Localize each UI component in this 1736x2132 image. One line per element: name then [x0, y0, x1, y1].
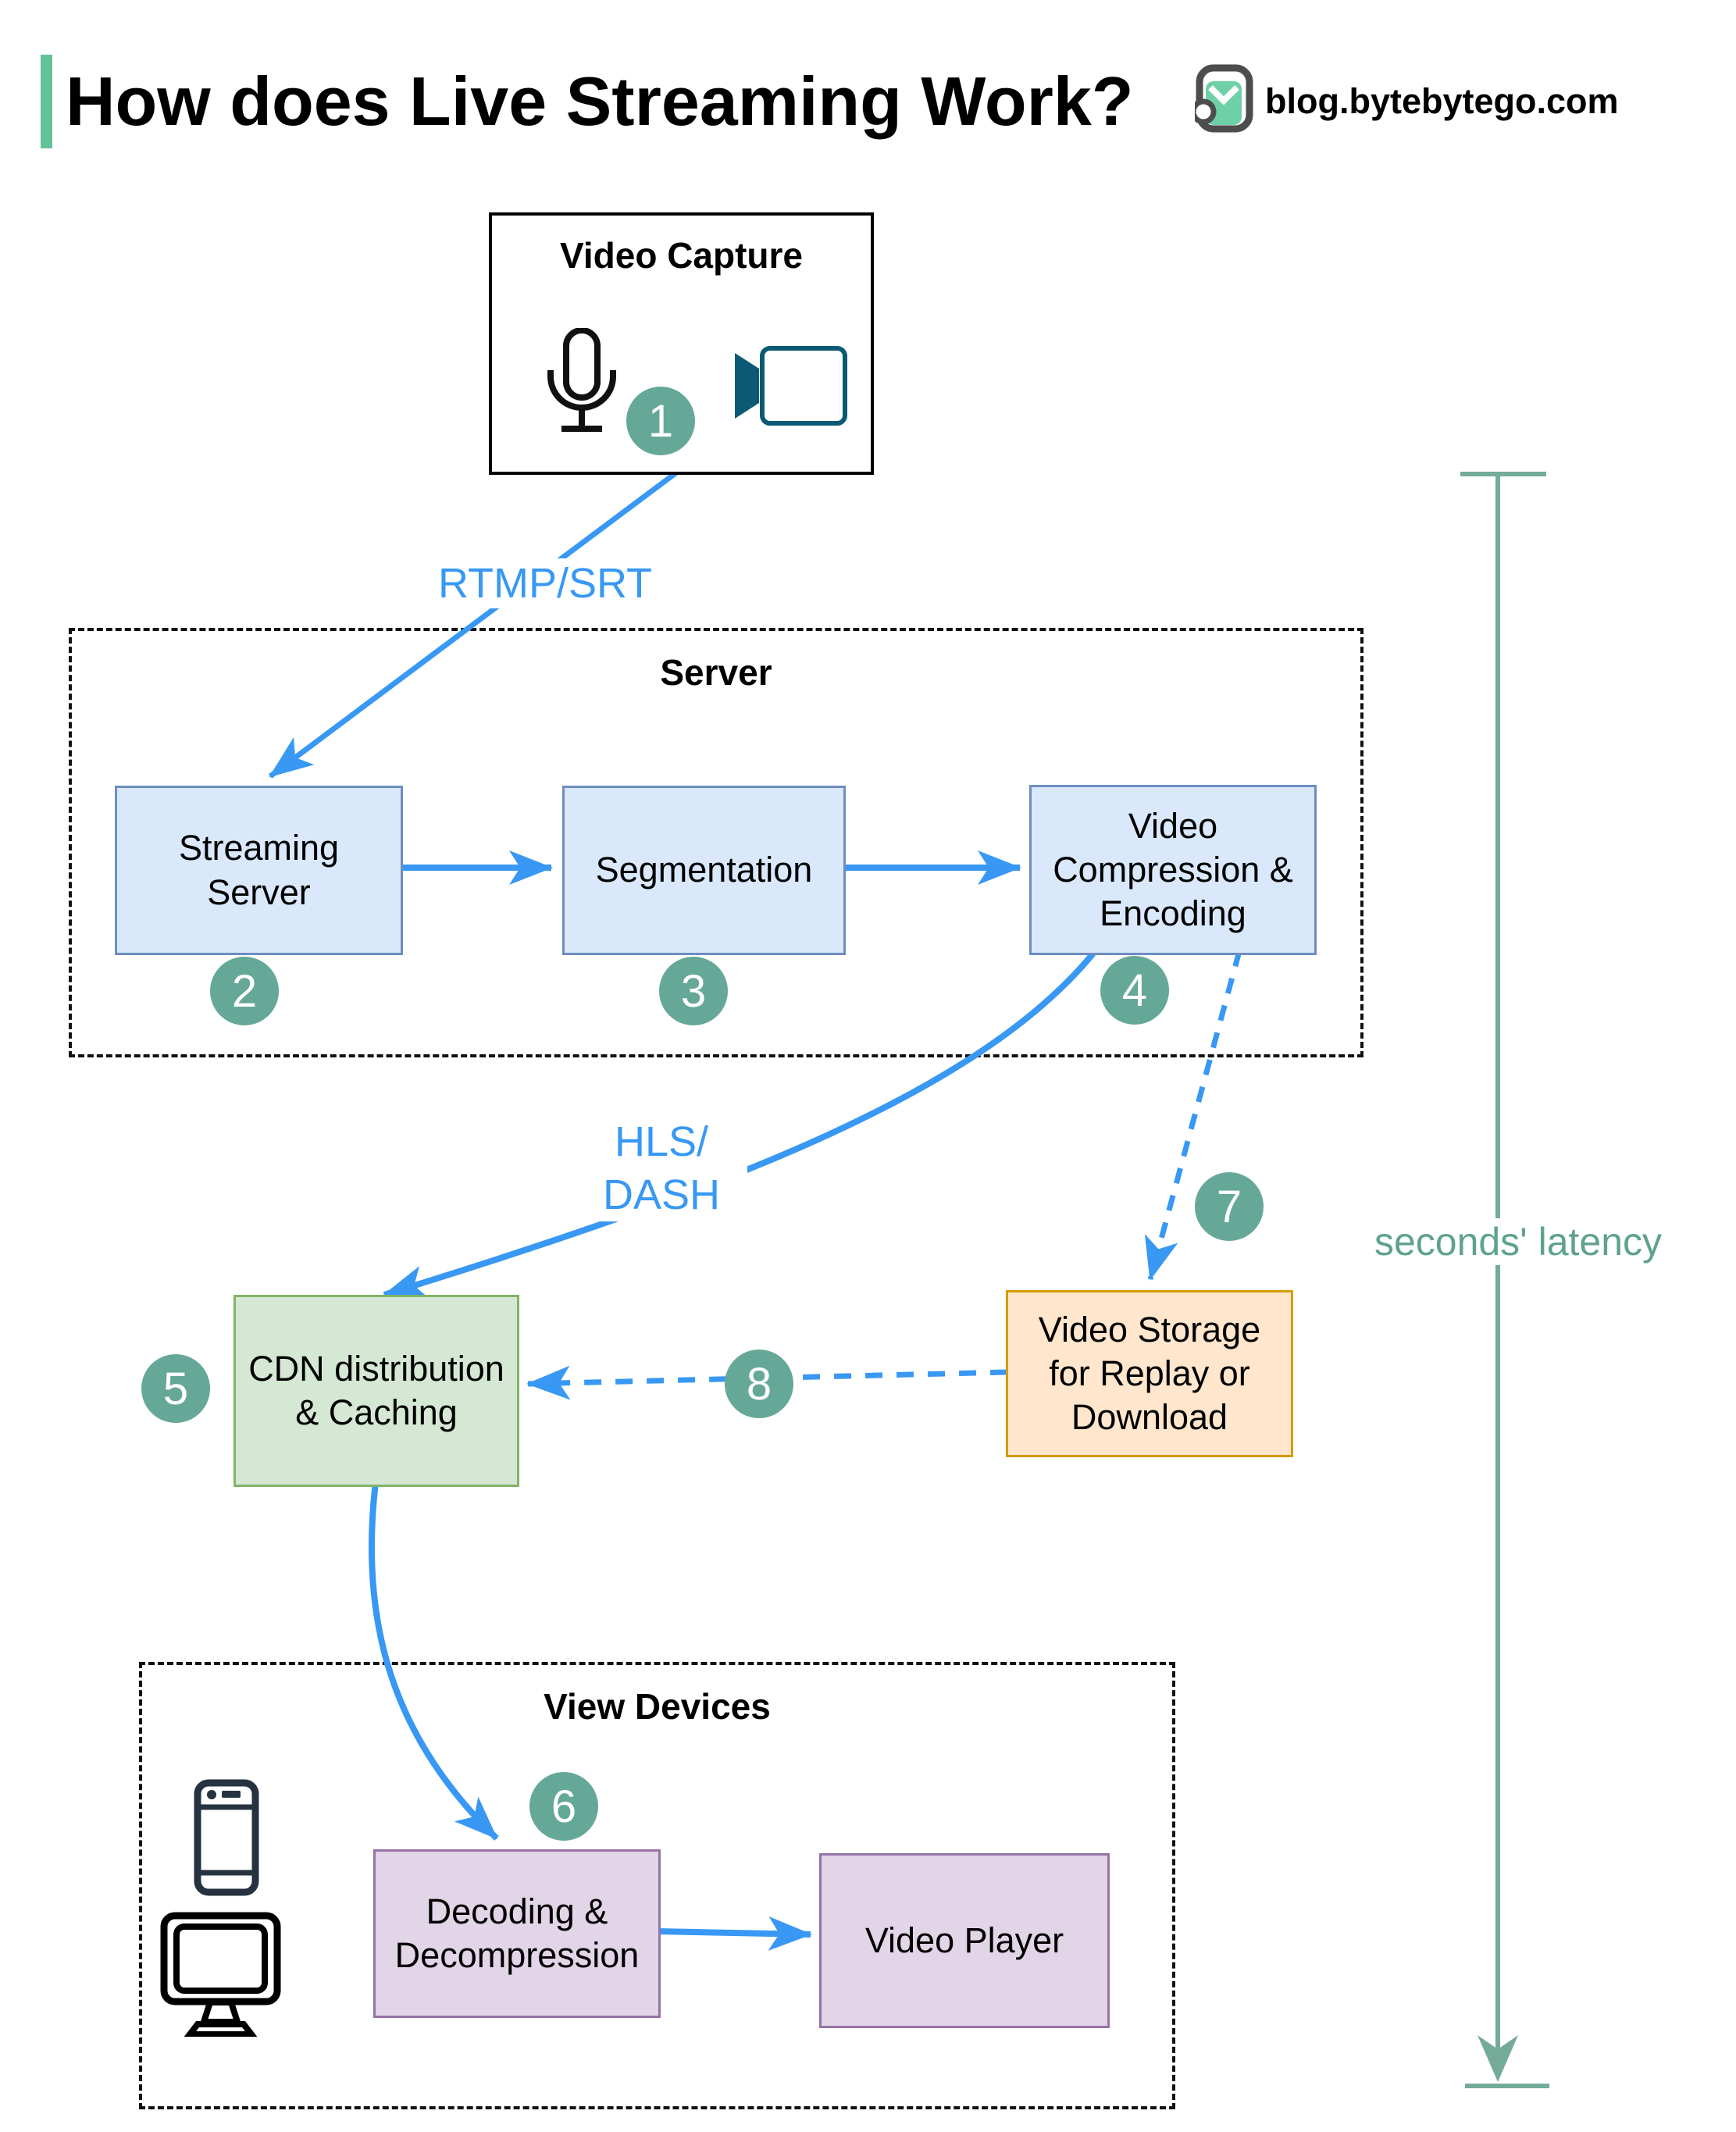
rtmp-arrow — [268, 466, 684, 779]
bytebytego-logo-icon — [1195, 64, 1253, 133]
server-group-box: Server — [69, 628, 1363, 1057]
view-devices-group-title: View Devices — [544, 1686, 771, 1727]
rtmp-srt-label: RTMP/SRT — [438, 558, 653, 608]
segmentation-label: Segmentation — [595, 850, 813, 890]
title-accent-bar — [41, 55, 52, 148]
step-badge-8: 8 — [725, 1349, 793, 1418]
monitor-icon — [160, 1912, 281, 2037]
video-camera-icon — [735, 346, 847, 426]
cdn-to-decoding-arrow — [368, 1481, 499, 1841]
streaming-server-node: Streaming Server — [115, 786, 403, 955]
video-storage-label: Video Storage for Replay or Download — [1038, 1309, 1261, 1438]
latency-ruler-arrowhead — [1478, 2035, 1518, 2082]
hls-dash-arrow — [383, 948, 1099, 1300]
step-badge-7: 7 — [1195, 1172, 1264, 1241]
server-group-title: Server — [660, 652, 772, 693]
step-badge-2: 2 — [210, 957, 279, 1025]
step-badge-1: 1 — [626, 387, 695, 455]
video-player-label: Video Player — [864, 1920, 1064, 1960]
streaming-server-label: Streaming Server — [178, 828, 340, 912]
site-url: blog.bytebytego.com — [1265, 81, 1619, 121]
video-compression-label: Video Compression & Encoding — [1053, 805, 1293, 934]
decoding-to-player-arrow — [655, 1916, 812, 1951]
segmentation-node: Segmentation — [562, 786, 846, 955]
video-compression-node: Video Compression & Encoding — [1029, 785, 1317, 955]
cdn-label: CDN distribution & Caching — [248, 1348, 504, 1432]
hls-dash-label: HLS/ DASH — [576, 1115, 747, 1221]
step-badge-6: 6 — [529, 1772, 598, 1841]
step-badge-3: 3 — [659, 957, 728, 1025]
decoding-node: Decoding & Decompression — [373, 1849, 661, 2018]
page-title: How does Live Streaming Work? — [66, 62, 1134, 140]
latency-label: seconds' latency — [1362, 1218, 1674, 1265]
video-player-node: Video Player — [819, 1853, 1110, 2028]
step-badge-4: 4 — [1100, 956, 1169, 1025]
cdn-node: CDN distribution & Caching — [233, 1295, 519, 1487]
step-badge-5: 5 — [141, 1354, 210, 1423]
decoding-label: Decoding & Decompression — [394, 1891, 640, 1975]
smartphone-icon — [194, 1779, 259, 1896]
video-storage-node: Video Storage for Replay or Download — [1006, 1290, 1293, 1457]
microphone-icon — [547, 328, 616, 432]
compression-to-storage-dashed-arrow — [1144, 950, 1242, 1281]
view-devices-group-box: View Devices — [139, 1662, 1175, 2109]
video-capture-title: Video Capture — [560, 235, 803, 276]
